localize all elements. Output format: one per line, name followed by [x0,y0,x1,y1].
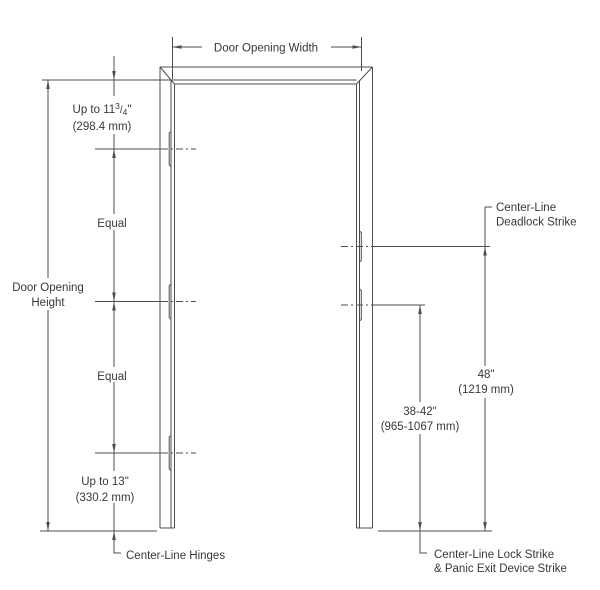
center-lines [95,148,490,454]
deadlock-callout-label-line1: Center-Line [496,202,556,214]
left-jamb [159,67,175,529]
hinges-callout-label: Center-Line Hinges [126,550,225,562]
equal-upper-arrow-bottom [112,292,116,302]
lock-callout-label-line1: Center-Line Lock Strike [434,549,554,561]
head-to-top-hinge-dimension: Up to 113/4" (298.4 mm) [73,56,132,158]
lock-callout-label-line2: & Panic Exit Device Strike [434,563,567,575]
bottom-hinge-cutout [168,435,172,471]
deadlock-callout-label-line2: Deadlock Strike [496,217,577,229]
height-dimension: Door Opening Height [12,80,84,531]
deadlock-height-arrow-top [483,246,487,256]
hinges-callout: Center-Line Hinges [113,531,225,562]
width-dimension: Door Opening Width [172,37,362,79]
height-dimension-label-line1: Door Opening [12,282,84,294]
height-dimension-label-line2: Height [31,297,65,309]
deadlock-height-metric: (1219 mm) [458,384,514,396]
height-arrow-top [46,80,50,89]
deadlock-height-dimension: 48" (1219 mm) [458,207,514,531]
width-arrow-left [172,45,182,49]
equal-lower-label: Equal [97,371,126,383]
head-to-hinge-arrow-top [112,71,116,80]
bottom-hinge-value: Up to 13" [81,476,129,488]
deadlock-height-value: 48" [478,369,495,381]
equal-dimension-upper: Equal [97,149,127,302]
lock-height-arrow-bottom [418,522,422,531]
equal-dimension-lower: Equal [97,301,127,453]
equal-upper-label: Equal [97,218,126,230]
lock-callout-leader [419,531,427,554]
frame-right-miter-joint [356,66,373,85]
lock-height-dimension: 38-42" (965-1067 mm) [381,305,460,531]
top-hinge-cutout [168,131,172,167]
head-to-hinge-value: Up to 113/4" [73,101,132,117]
bottom-hinge-metric: (330.2 mm) [76,492,135,504]
equal-lower-arrow-bottom [112,444,116,453]
lock-height-metric: (965-1067 mm) [381,421,460,433]
bottom-hinge-dimension: Up to 13" (330.2 mm) [76,453,135,540]
door-frame [42,66,373,529]
lock-callout: Center-Line Lock Strike & Panic Exit Dev… [419,531,567,575]
lock-height-value: 38-42" [403,406,437,418]
frame-left-miter-joint [159,66,175,85]
head-to-hinge-metric: (298.4 mm) [73,121,132,133]
hinges-callout-leader [113,531,121,554]
deadlock-callout: Center-Line Deadlock Strike [485,202,577,229]
width-arrow-right [352,45,362,49]
right-jamb [356,67,373,529]
deadlock-height-arrow-bottom [483,522,487,531]
height-arrow-bottom [46,522,50,531]
width-dimension-label: Door Opening Width [214,43,318,55]
middle-hinge-cutout [168,283,172,320]
